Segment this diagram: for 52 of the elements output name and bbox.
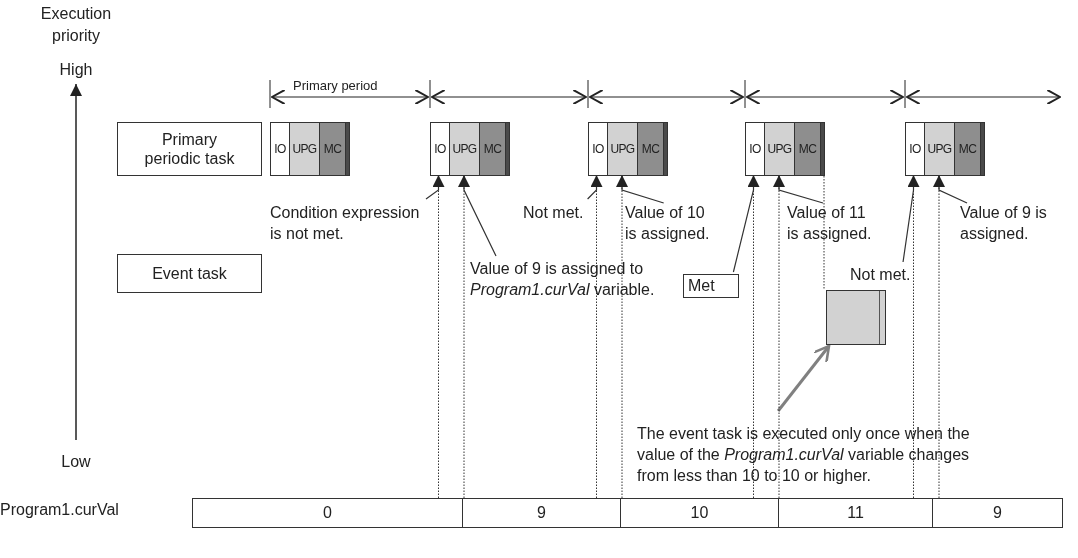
note-text: The event task is executed only once when the value of the Program1.curVal variable changes from less than 10 to 10 or higher. [637,423,973,486]
arrow [776,344,831,412]
value-cell: 11 [778,498,933,528]
task-label-box: Event task [117,254,262,293]
annotation-text: Not met. [523,202,591,223]
io-segment: IO [746,123,765,175]
task-execution-block [905,122,985,176]
axis-title: Execution priority [39,4,113,46]
timing-guide-line [933,174,945,499]
value-cell: 10 [620,498,779,528]
user-program-segment: UPG [765,123,795,175]
timing-guide-line [823,175,825,291]
axis-end-label: High [58,60,94,80]
io-segment: IO [271,123,290,175]
io-segment: IO [431,123,450,175]
task-label-box: Primary periodic task [117,122,262,176]
timing-guide-line [616,174,628,499]
timing-guide-line [747,174,760,499]
io-segment: IO [589,123,608,175]
task-execution-block [430,122,510,176]
task-execution-block [745,122,825,176]
variable-label: Program1.curVal [0,500,120,520]
timing-guide-line [907,174,920,499]
annotation-text: Condition expression is not met. [270,202,426,244]
user-program-segment: UPG [608,123,638,175]
axis-end-label: Low [60,452,92,472]
period-label: Primary period [293,78,379,94]
value-cell: 9 [462,498,621,528]
motion-control-segment: MC [638,123,664,175]
timing-guide-line [773,174,785,499]
motion-control-segment: MC [795,123,821,175]
annotation-text: Value of 9 is assigned. [960,202,1048,244]
motion-control-segment: MC [480,123,506,175]
user-program-segment: UPG [925,123,955,175]
timing-guide-line [432,174,445,499]
task-execution-block [588,122,668,176]
value-cell: 9 [932,498,1063,528]
motion-control-segment: MC [955,123,981,175]
event-task-block [826,290,886,345]
io-segment: IO [906,123,925,175]
user-program-segment: UPG [290,123,320,175]
condition-met-box: Met [683,274,739,298]
annotation-text: Value of 10 is assigned. [625,202,715,244]
task-execution-block [270,122,350,176]
annotation-text: Value of 9 is assigned to Program1.curVal variable. [470,258,670,300]
timing-guide-line [590,174,603,499]
motion-control-segment: MC [320,123,346,175]
value-cell: 0 [192,498,463,528]
annotation-text: Value of 11 is assigned. [787,202,877,244]
user-program-segment: UPG [450,123,480,175]
timing-guide-line [458,174,470,499]
annotation-text: Not met. [850,264,918,285]
